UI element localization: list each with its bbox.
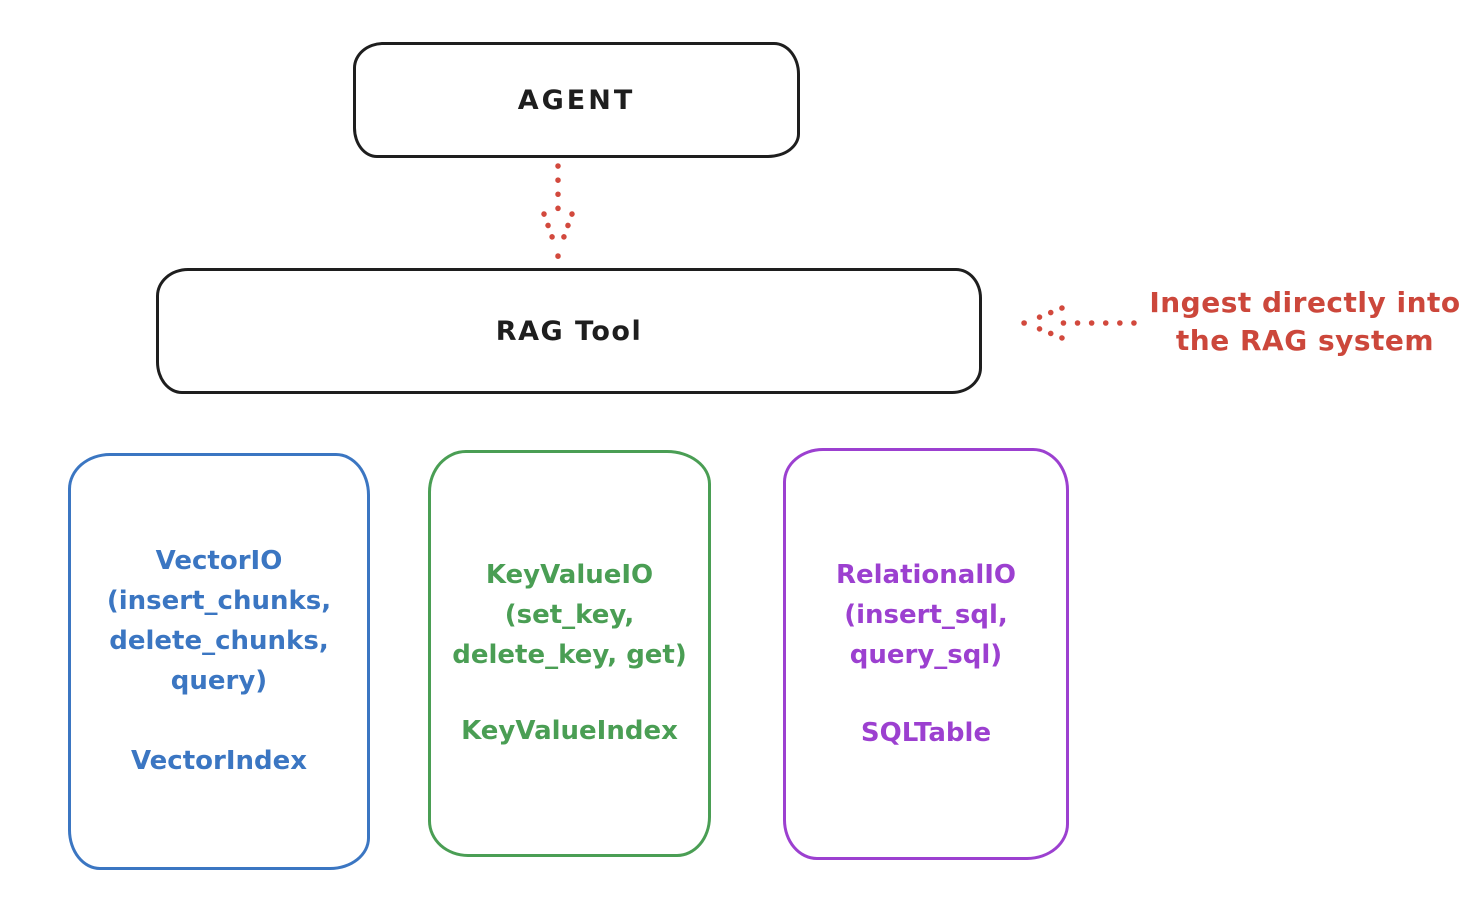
rag-tool-label: RAG Tool	[495, 315, 643, 347]
relational-io-line: (insert_sql,	[844, 600, 1008, 630]
agent-label: AGENT	[517, 84, 636, 116]
relational-io-line: query_sql)	[849, 640, 1003, 670]
key-value-io-line: KeyValueIO	[485, 560, 654, 590]
vector-io-line: VectorIO	[155, 546, 283, 576]
key-value-io-node: KeyValueIO (set_key, delete_key, get) Ke…	[428, 450, 711, 857]
key-value-io-line: delete_key, get)	[452, 640, 687, 670]
relational-io-line: RelationalIO	[835, 560, 1017, 590]
key-value-io-label: KeyValueIO (set_key, delete_key, get)	[431, 555, 708, 675]
relational-io-node: RelationalIO (insert_sql, query_sql) SQL…	[783, 448, 1069, 860]
vector-io-line: delete_chunks,	[109, 626, 329, 656]
arrow-agent-to-rag-icon	[541, 163, 575, 259]
key-value-index-label: KeyValueIndex	[461, 716, 678, 746]
relational-io-label: RelationalIO (insert_sql, query_sql)	[786, 555, 1066, 675]
ingest-annotation: Ingest directly into the RAG system	[1125, 284, 1484, 360]
vector-io-label: VectorIO (insert_chunks, delete_chunks, …	[71, 541, 367, 701]
sql-table-label: SQLTable	[860, 718, 992, 748]
vector-io-line: (insert_chunks,	[106, 586, 332, 616]
vector-index-label: VectorIndex	[130, 746, 308, 776]
vector-io-node: VectorIO (insert_chunks, delete_chunks, …	[68, 453, 370, 870]
arrow-annotation-to-rag-icon	[1021, 305, 1137, 341]
vector-io-line: query)	[170, 666, 268, 696]
ingest-annotation-line2: the RAG system	[1175, 324, 1435, 357]
rag-tool-node: RAG Tool	[156, 268, 982, 394]
ingest-annotation-line1: Ingest directly into	[1149, 286, 1461, 319]
agent-node: AGENT	[353, 42, 800, 158]
key-value-io-line: (set_key,	[504, 600, 635, 630]
